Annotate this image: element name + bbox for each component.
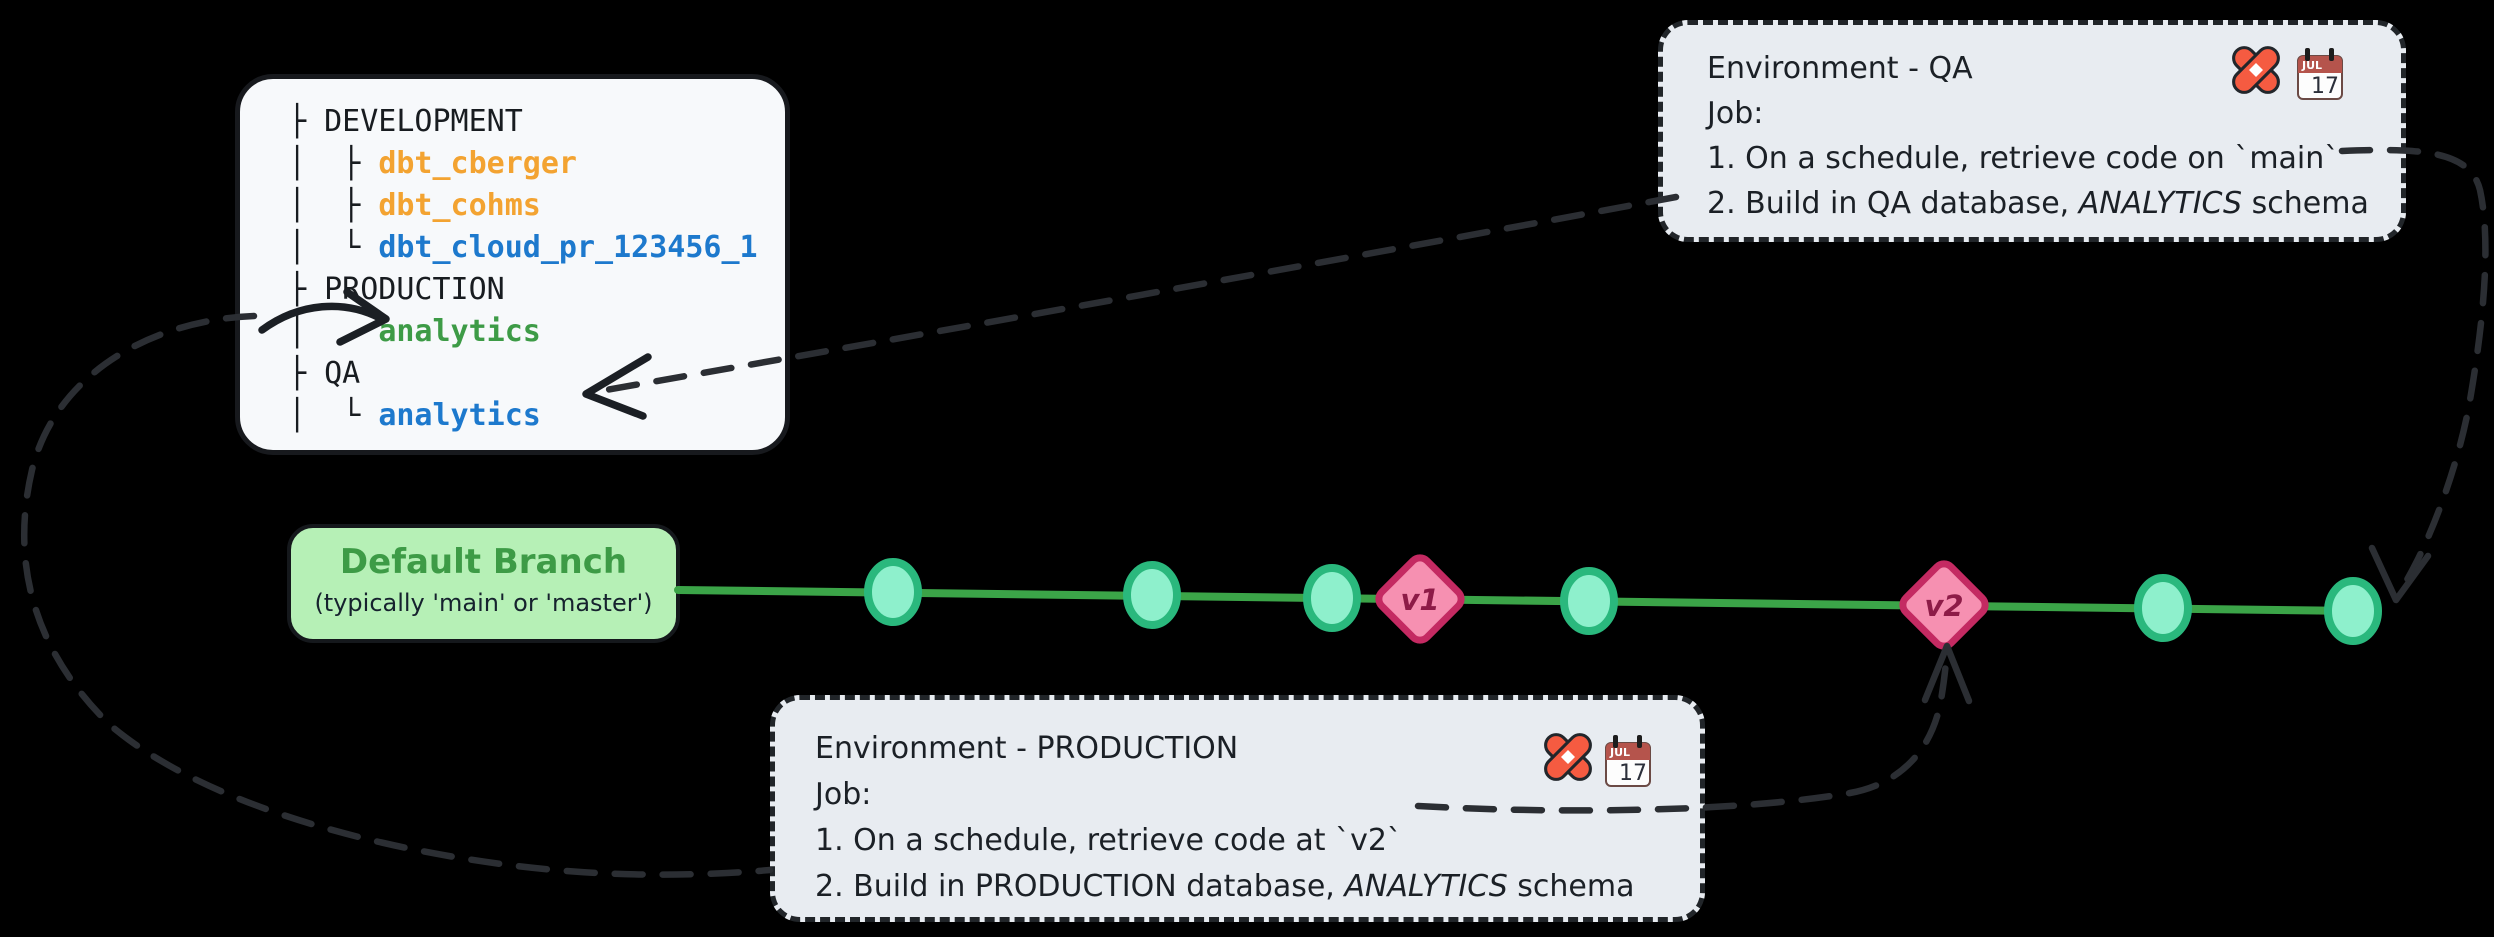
qa-environment-card: Environment - QA Job: 1. On a schedule, … [1658,20,2406,242]
tree-row: ├ PRODUCTION [288,269,785,311]
prod-card-step-2: 2. Build in PRODUCTION database, ANALYTI… [815,864,1700,910]
tree-branch-glyph: ├ [288,272,325,307]
commit-node [1560,567,1618,635]
commit-node [864,558,922,626]
default-branch-subtitle: (typically 'main' or 'master') [314,589,653,617]
qa-card-job-label: Job: [1707,96,1764,131]
prod-card-title: Environment - PRODUCTION [815,731,1239,766]
tree-branch-glyph: ├ [288,356,325,391]
prod-step2-text: schema [1507,869,1635,904]
commit-node [2134,574,2192,642]
default-branch-title: Default Branch [339,542,628,582]
tree-label-prod-analytics: analytics [378,314,541,349]
arrowhead-v2-tag [1921,642,1973,705]
git-timeline: v1 v2 [674,554,2382,650]
tree-label-development: DEVELOPMENT [324,104,523,139]
tree-label-qa: QA [324,356,361,391]
prod-step2-text: 2. Build in PRODUCTION database, [815,869,1345,904]
tree-row: ├ DEVELOPMENT [288,101,785,143]
tree-branch-glyph: │ [288,314,379,349]
tree-branch-glyph: │ └ [288,230,379,265]
qa-card-step-2: 2. Build in QA database, ANALYTICS schem… [1707,181,2401,226]
tree-label-dev-schema: dbt_cberger [378,146,577,181]
tree-row: │ └ dbt_cloud_pr_123456_1 [288,227,785,269]
tree-label-pr-schema: dbt_cloud_pr_123456_1 [378,230,758,265]
tree-branch-glyph: │ ├ [288,188,379,223]
tree-branch-glyph: │ └ [288,398,379,433]
arrowhead-last-commit [2368,544,2432,604]
qa-step2-text: schema [2242,186,2369,221]
prod-step2-schema: ANALYTICS [1344,869,1508,904]
tag-v2-label: v2 [1924,589,1963,623]
qa-step2-schema: ANALYTICS [2078,186,2243,221]
tree-branch-glyph: │ ├ [288,146,379,181]
commit-node [1123,561,1181,629]
tag-v1-label: v1 [1400,583,1439,617]
tree-label-production: PRODUCTION [324,272,505,307]
qa-step2-text: 2. Build in QA database, [1707,186,2079,221]
tag-v1: v1 [1375,554,1465,644]
tree-row: │ analytics [288,311,785,353]
qa-card-step-1: 1. On a schedule, retrieve code on `main… [1707,141,2340,176]
tree-branch-glyph: ├ [288,104,325,139]
prod-card-job-label: Job: [815,777,872,812]
schema-tree-panel: ├ DEVELOPMENT │ ├ dbt_cberger │ ├ dbt_co… [235,74,790,455]
commit-node [1303,564,1361,632]
tree-label-dev-schema: dbt_cohms [378,188,541,223]
tree-row: ├ QA [288,353,785,395]
prod-card-step-1: 1. On a schedule, retrieve code at `v2` [815,823,1402,858]
commit-node [2324,577,2382,645]
production-environment-card: Environment - PRODUCTION Job: 1. On a sc… [770,695,1705,922]
tag-v2: v2 [1899,560,1989,650]
tree-row: │ ├ dbt_cohms [288,185,785,227]
qa-card-title: Environment - QA [1707,51,1973,86]
default-branch-label: Default Branch (typically 'main' or 'mas… [287,524,680,643]
tree-label-qa-analytics: analytics [378,398,541,433]
tree-row: │ └ analytics [288,395,785,437]
tree-row: │ ├ dbt_cberger [288,143,785,185]
branch-line [674,586,2364,615]
